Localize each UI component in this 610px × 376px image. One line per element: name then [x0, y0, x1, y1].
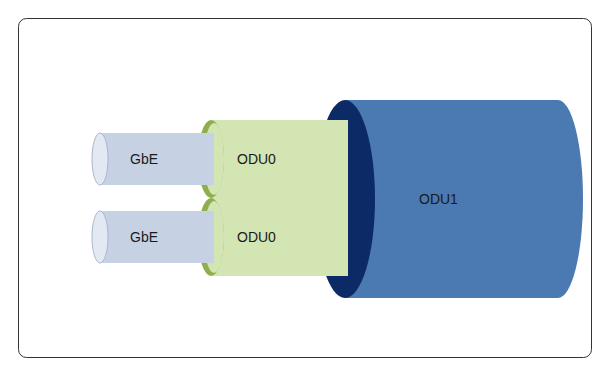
node-label: GbE — [130, 229, 158, 245]
cylinder-body — [100, 211, 214, 263]
cylinder-body — [345, 100, 583, 298]
cylinder-node: GbE — [92, 211, 214, 263]
node-label: ODU0 — [237, 151, 276, 167]
cylinder-face — [92, 211, 108, 263]
cylinder-body — [211, 198, 348, 276]
cylinder-node: ODU0GbE — [198, 198, 348, 276]
cylinder-face — [92, 133, 108, 185]
cylinder-body — [100, 133, 214, 185]
node-label: GbE — [130, 151, 158, 167]
node-label: ODU0 — [237, 229, 276, 245]
cylinder-node: ODU0GbE — [198, 120, 348, 198]
node-label: ODU1 — [419, 191, 458, 207]
cylinder-node: GbE — [92, 133, 214, 185]
cylinder-node: ODU1ODU0GbEODU0GbE — [315, 100, 583, 298]
cylinder-body — [211, 120, 348, 198]
frame-border — [19, 19, 592, 358]
